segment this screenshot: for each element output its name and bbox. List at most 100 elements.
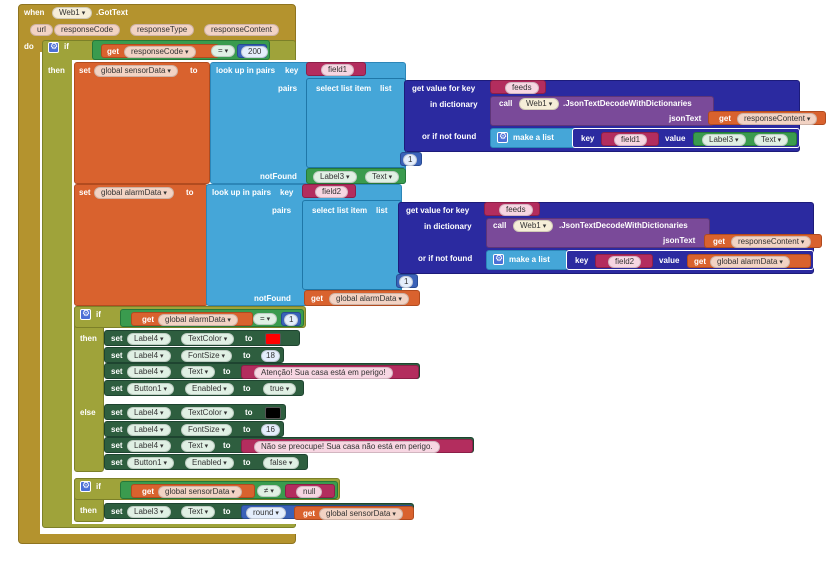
json-decode-call-2[interactable]: call Web1 .JsonTextDecodeWithDictionarie…	[486, 218, 710, 248]
param-url[interactable]: url	[30, 24, 53, 36]
label3-dropdown[interactable]: Label3	[313, 171, 357, 183]
text-field2[interactable]: field2	[608, 256, 642, 268]
get-sensor-data-block[interactable]: get global sensorData	[131, 484, 255, 498]
label3-text-block[interactable]: Label3 Text	[693, 132, 797, 146]
text-null[interactable]: null	[296, 486, 323, 498]
compare-op-dropdown[interactable]: ≠	[257, 485, 281, 497]
text-field2-block[interactable]: field2	[595, 254, 653, 268]
make-list-gear-icon[interactable]	[497, 131, 508, 143]
set-label4-text-safe[interactable]: set Label4 Text to Não se preocupe! Sua …	[104, 437, 474, 453]
param-response-code[interactable]: responseCode	[54, 24, 121, 36]
number-200[interactable]: 200	[241, 46, 269, 58]
set-var-alarm-data[interactable]: global alarmData	[94, 187, 174, 199]
get-var-dropdown[interactable]: global sensorData	[319, 508, 403, 520]
text-feeds-block[interactable]: feeds	[484, 202, 540, 216]
set-button1-enabled-false[interactable]: set Button1 Enabled to false	[104, 454, 308, 470]
property-dropdown[interactable]: Enabled	[185, 457, 234, 469]
index-1-block[interactable]: 1	[396, 274, 418, 288]
set-var-sensor-data[interactable]: global sensorData	[94, 65, 178, 77]
set-label3-text-round[interactable]: set Label3 Text to round get global sens…	[104, 503, 414, 520]
get-var-dropdown[interactable]: global alarmData	[329, 293, 409, 305]
number-1-block[interactable]: 1	[281, 312, 301, 326]
get-var-dropdown[interactable]: global alarmData	[158, 314, 238, 326]
call-component-dropdown[interactable]: Web1	[519, 98, 560, 110]
text-field2[interactable]: field2	[315, 186, 349, 198]
get-var-dropdown[interactable]: global sensorData	[158, 486, 242, 498]
boolean-true[interactable]: true	[263, 383, 297, 395]
if-else-block-alarm[interactable]	[74, 306, 104, 472]
property-dropdown[interactable]: FontSize	[181, 350, 233, 362]
round-dropdown[interactable]: round	[246, 507, 286, 519]
component-dropdown[interactable]: Button1	[127, 383, 175, 395]
property-dropdown[interactable]: Enabled	[185, 383, 234, 395]
component-dropdown[interactable]: Label4	[127, 440, 171, 452]
get-var-dropdown[interactable]: responseCode	[124, 46, 196, 58]
get-var-dropdown[interactable]: responseContent	[737, 113, 818, 125]
text-alert-block[interactable]: Atenção! Sua casa está em perigo!	[241, 365, 419, 379]
compare-op-dropdown[interactable]: =	[211, 45, 236, 57]
color-swatch-black[interactable]	[265, 407, 281, 419]
text-safe[interactable]: Não se preocupe! Sua casa não está em pe…	[254, 441, 440, 453]
get-alarm-data-notfound[interactable]: get global alarmData	[304, 290, 420, 306]
text-alert[interactable]: Atenção! Sua casa está em perigo!	[254, 367, 393, 379]
boolean-false[interactable]: false	[263, 457, 300, 469]
select-list-item-block-2[interactable]	[302, 200, 402, 290]
compare-sensor-null[interactable]: get global sensorData ≠ null	[120, 481, 338, 499]
round-block[interactable]: round get global sensorData	[241, 505, 414, 520]
set-label4-fontsize-18[interactable]: set Label4 FontSize to 18	[104, 347, 284, 363]
property-dropdown[interactable]: Text	[181, 440, 216, 452]
get-var-dropdown[interactable]: responseContent	[731, 236, 812, 248]
set-button1-enabled-true[interactable]: set Button1 Enabled to true	[104, 380, 304, 396]
text-field1-block[interactable]: field1	[306, 62, 366, 76]
json-decode-call-1[interactable]: call Web1 .JsonTextDecodeWithDictionarie…	[490, 96, 714, 126]
set-label4-fontsize-16[interactable]: set Label4 FontSize to 16	[104, 421, 284, 437]
text-field1[interactable]: field1	[614, 134, 648, 146]
set-label4-textcolor-red[interactable]: set Label4 TextColor to	[104, 330, 300, 346]
component-dropdown[interactable]: Label4	[127, 424, 171, 436]
set-label4-textcolor-black[interactable]: set Label4 TextColor to	[104, 404, 286, 420]
index-1[interactable]: 1	[403, 154, 418, 166]
event-component-dropdown[interactable]: Web1	[52, 7, 93, 19]
text-feeds[interactable]: feeds	[505, 82, 539, 94]
label3-text-block[interactable]: Label3 Text	[306, 168, 406, 184]
make-list-gear-icon[interactable]	[493, 253, 504, 265]
property-dropdown[interactable]: TextColor	[181, 333, 235, 345]
make-list-block-2[interactable]: make a list	[486, 250, 568, 270]
index-1[interactable]: 1	[399, 276, 414, 288]
component-dropdown[interactable]: Button1	[127, 457, 175, 469]
text-prop-dropdown[interactable]: Text	[365, 171, 400, 183]
text-field1-block[interactable]: field1	[601, 132, 659, 146]
number-18[interactable]: 18	[261, 350, 280, 362]
number-16[interactable]: 16	[261, 424, 280, 436]
component-dropdown[interactable]: Label4	[127, 350, 171, 362]
pair-block-1[interactable]: key field1 value Label3 Text	[572, 128, 800, 148]
property-dropdown[interactable]: FontSize	[181, 424, 233, 436]
set-global-alarm-data-block[interactable]	[74, 184, 208, 306]
text-null-block[interactable]: null	[285, 484, 335, 498]
text-feeds-block[interactable]: feeds	[490, 80, 546, 94]
if-gear-icon[interactable]	[80, 480, 91, 492]
component-dropdown[interactable]: Label3	[127, 506, 171, 518]
call-component-dropdown[interactable]: Web1	[513, 220, 554, 232]
color-swatch-red[interactable]	[265, 333, 281, 345]
text-prop-dropdown[interactable]: Text	[754, 134, 789, 146]
if-gear-icon[interactable]	[80, 308, 91, 320]
text-field1[interactable]: field1	[321, 64, 355, 76]
get-response-content-2[interactable]: get responseContent	[704, 234, 822, 248]
label3-dropdown[interactable]: Label3	[702, 134, 746, 146]
component-dropdown[interactable]: Label4	[127, 333, 171, 345]
property-dropdown[interactable]: Text	[181, 366, 216, 378]
set-label4-text-alert[interactable]: set Label4 Text to Atenção! Sua casa est…	[104, 363, 420, 379]
get-var-dropdown[interactable]: global alarmData	[710, 256, 790, 268]
get-response-code-block[interactable]: get responseCode	[101, 44, 219, 58]
compare-op-dropdown[interactable]: =	[253, 313, 278, 325]
if-gear-icon[interactable]	[48, 41, 59, 53]
get-alarm-data-block[interactable]: get global alarmData	[131, 312, 253, 326]
set-global-sensor-data-block[interactable]	[74, 62, 210, 184]
property-dropdown[interactable]: TextColor	[181, 407, 235, 419]
text-safe-block[interactable]: Não se preocupe! Sua casa não está em pe…	[241, 439, 473, 453]
get-response-content-1[interactable]: get responseContent	[708, 111, 826, 125]
text-field2-block[interactable]: field2	[302, 184, 356, 198]
index-1-block[interactable]: 1	[400, 152, 422, 166]
get-sensor-data-block[interactable]: get global sensorData	[294, 506, 414, 520]
